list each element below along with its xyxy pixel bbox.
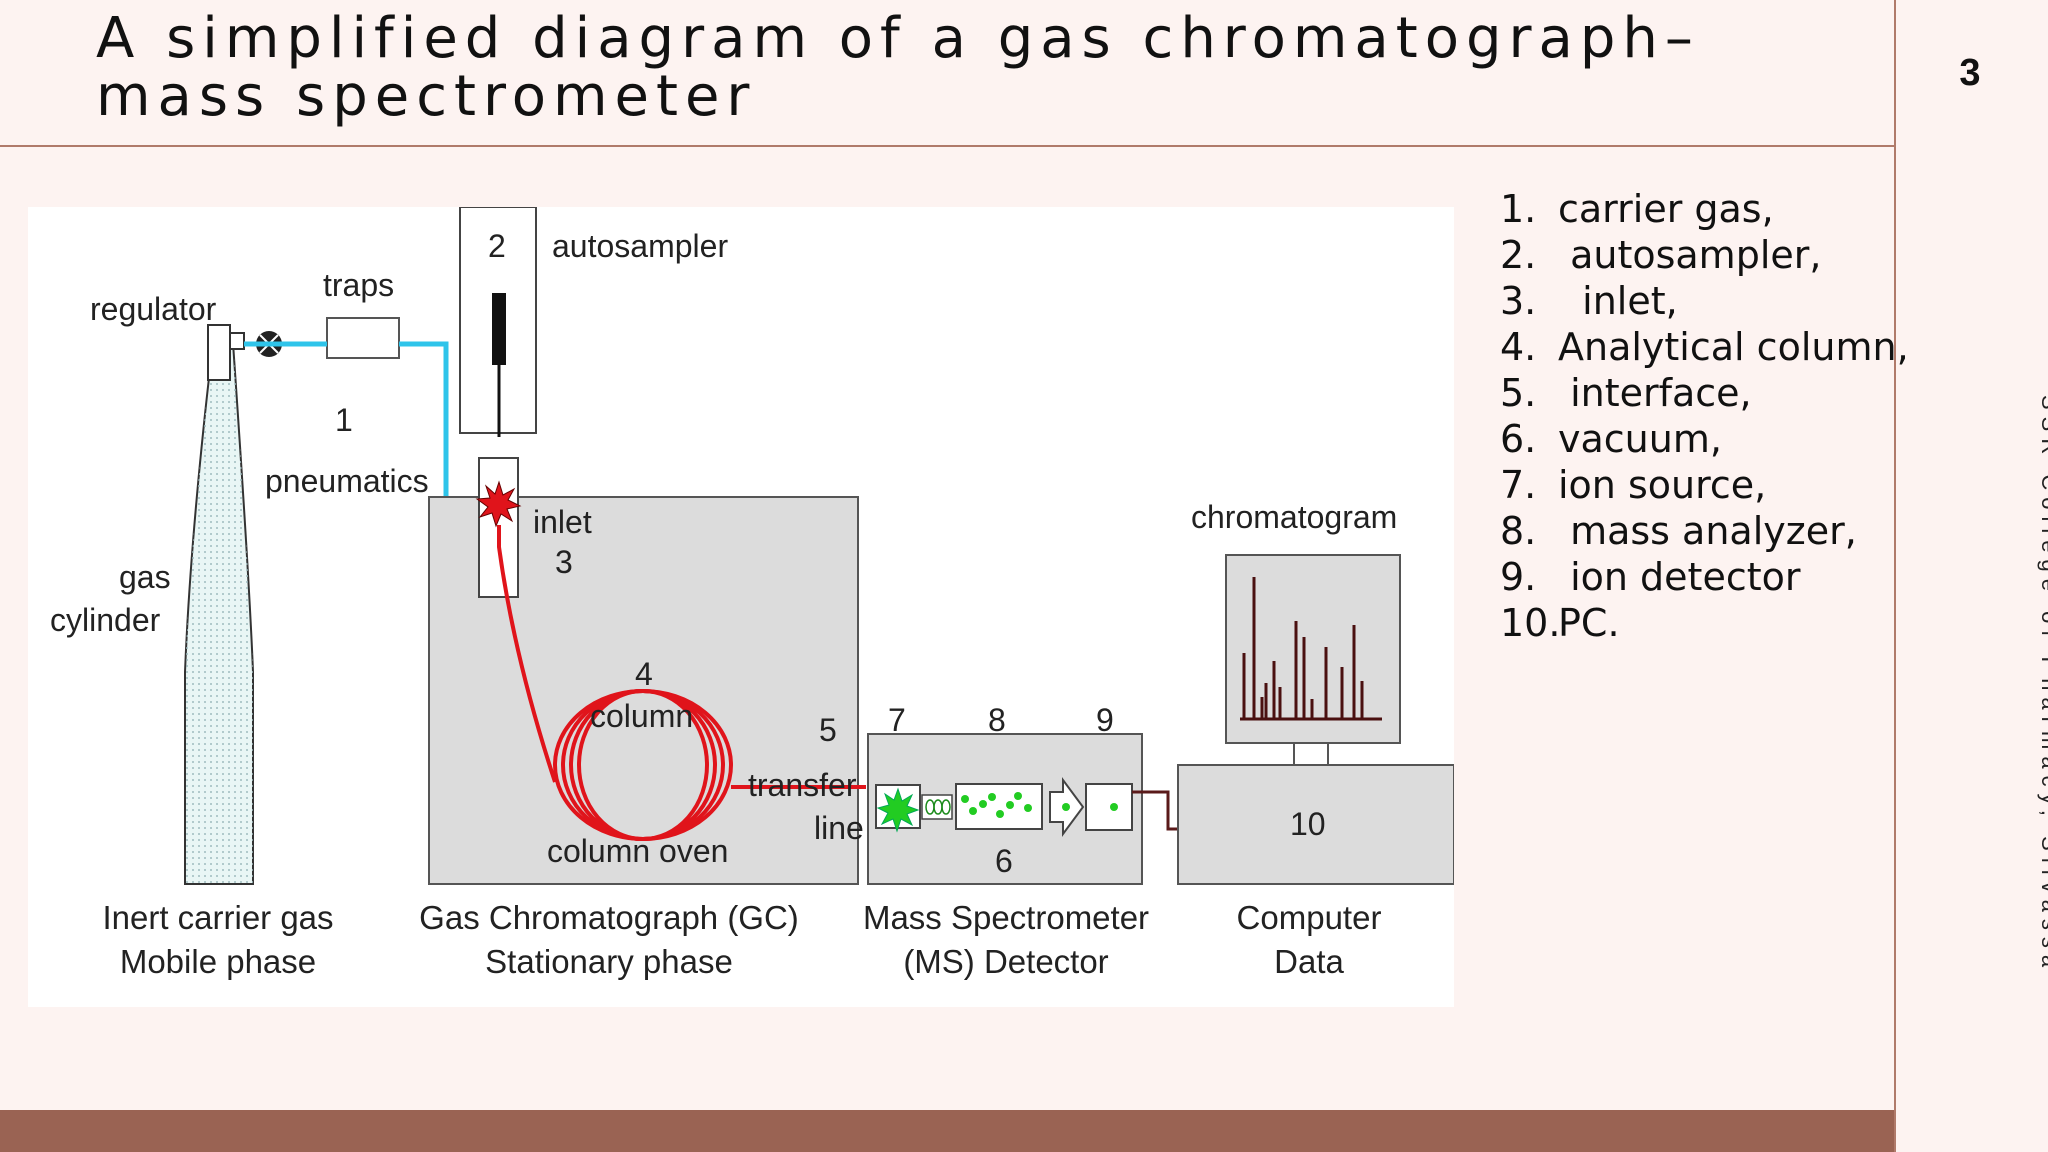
- label-gas: gas: [119, 559, 171, 595]
- ion-detector-box: [1085, 783, 1133, 831]
- label-transfer: transfer: [748, 767, 857, 803]
- legend-number: 8.: [1500, 509, 1537, 553]
- label-num-8: 8: [988, 702, 1006, 738]
- legend-number: 10.: [1500, 601, 1561, 645]
- gas-cylinder: [184, 324, 254, 885]
- label-num-9: 9: [1096, 702, 1114, 738]
- caption-ms-line2: (MS) Detector: [903, 943, 1108, 980]
- caption-ms-line1: Mass Spectrometer: [863, 899, 1149, 936]
- legend-number: 9.: [1500, 555, 1537, 599]
- title-divider: [0, 145, 1895, 147]
- legend-item: 10.PC.: [1500, 600, 1909, 646]
- legend-text: interface,: [1558, 371, 1752, 415]
- legend-item: 8. mass analyzer,: [1500, 508, 1909, 554]
- slide-number: 3: [1959, 52, 1981, 94]
- monitor-stand: [1293, 742, 1329, 766]
- label-column: column: [590, 698, 693, 734]
- legend-number: 2.: [1500, 233, 1537, 277]
- label-cylinder: cylinder: [50, 602, 161, 638]
- label-num-10: 10: [1290, 806, 1326, 842]
- legend-item: 1. carrier gas,: [1500, 186, 1909, 232]
- label-traps: traps: [323, 267, 394, 303]
- ion-particles: [961, 792, 1032, 818]
- label-pneumatics: pneumatics: [265, 463, 429, 499]
- legend-text: mass analyzer,: [1558, 509, 1857, 553]
- caption-gc-line1: Gas Chromatograph (GC): [419, 899, 799, 936]
- label-column-oven: column oven: [547, 833, 728, 869]
- pc-tower: [1177, 764, 1454, 885]
- legend-item: 2. autosampler,: [1500, 232, 1909, 278]
- legend-item: 6. vacuum,: [1500, 416, 1909, 462]
- caption-pc-line1: Computer: [1237, 899, 1382, 936]
- caption-pc-line2: Data: [1274, 943, 1344, 980]
- column-feed-line: [497, 525, 557, 783]
- label-regulator: regulator: [90, 291, 217, 327]
- legend-number: 1.: [1500, 187, 1537, 231]
- label-num-1: 1: [335, 402, 353, 438]
- legend-item: 9. ion detector: [1500, 554, 1909, 600]
- legend-number: 7.: [1500, 463, 1537, 507]
- traps-box: [326, 317, 400, 359]
- label-num-5: 5: [819, 712, 837, 748]
- legend-text: PC.: [1558, 601, 1620, 645]
- label-inlet: inlet: [533, 504, 592, 540]
- legend-text: vacuum,: [1558, 417, 1722, 461]
- legend-number: 5.: [1500, 371, 1537, 415]
- legend-text: autosampler,: [1558, 233, 1822, 277]
- inlet-burst-icon: [475, 480, 522, 528]
- chromatogram-plot: [1240, 577, 1382, 721]
- legend-text: inlet,: [1558, 279, 1678, 323]
- legend-text: ion detector: [1558, 555, 1801, 599]
- ion-particle: [1062, 803, 1070, 811]
- label-num-2: 2: [488, 228, 506, 264]
- legend-number: 6.: [1500, 417, 1537, 461]
- legend-item: 7. ion source,: [1500, 462, 1909, 508]
- label-num-6: 6: [995, 843, 1013, 879]
- slide-title: A simplified diagram of a gas chromatogr…: [96, 6, 1700, 129]
- ion-particle: [1110, 803, 1118, 811]
- footer-bar: [0, 1110, 1894, 1152]
- legend-text: Analytical column,: [1558, 325, 1909, 369]
- label-num-4: 4: [635, 656, 653, 692]
- label-num-3: 3: [555, 544, 573, 580]
- label-num-7: 7: [888, 702, 906, 738]
- syringe-barrel: [492, 293, 506, 365]
- legend-item: 3. inlet,: [1500, 278, 1909, 324]
- legend-item: 5. interface,: [1500, 370, 1909, 416]
- caption-gas-line1: Inert carrier gas: [102, 899, 333, 936]
- legend-number: 3.: [1500, 279, 1537, 323]
- legend-item: 4. Analytical column,: [1500, 324, 1909, 370]
- label-chromatogram: chromatogram: [1191, 499, 1397, 535]
- ion-source-burst-icon: [876, 787, 920, 833]
- legend-text: carrier gas,: [1558, 187, 1774, 231]
- component-legend: 1. carrier gas, 2. autosampler, 3. inlet,…: [1500, 186, 1909, 646]
- label-line: line: [814, 810, 864, 846]
- side-divider: [1894, 0, 1896, 1152]
- ion-optics-box: [921, 794, 953, 820]
- legend-text: ion source,: [1558, 463, 1767, 507]
- ion-optics-rings: [925, 799, 951, 815]
- caption-gc-line2: Stationary phase: [485, 943, 733, 980]
- caption-gas-line2: Mobile phase: [120, 943, 316, 980]
- author-credit: Parixit Prajapati, SSR College of Pharma…: [2037, 395, 2048, 975]
- label-autosampler: autosampler: [552, 228, 728, 264]
- gcms-diagram: regulator traps 1 pneumatics gas cylinde…: [50, 207, 1454, 980]
- legend-number: 4.: [1500, 325, 1537, 369]
- analytical-column: [553, 689, 733, 841]
